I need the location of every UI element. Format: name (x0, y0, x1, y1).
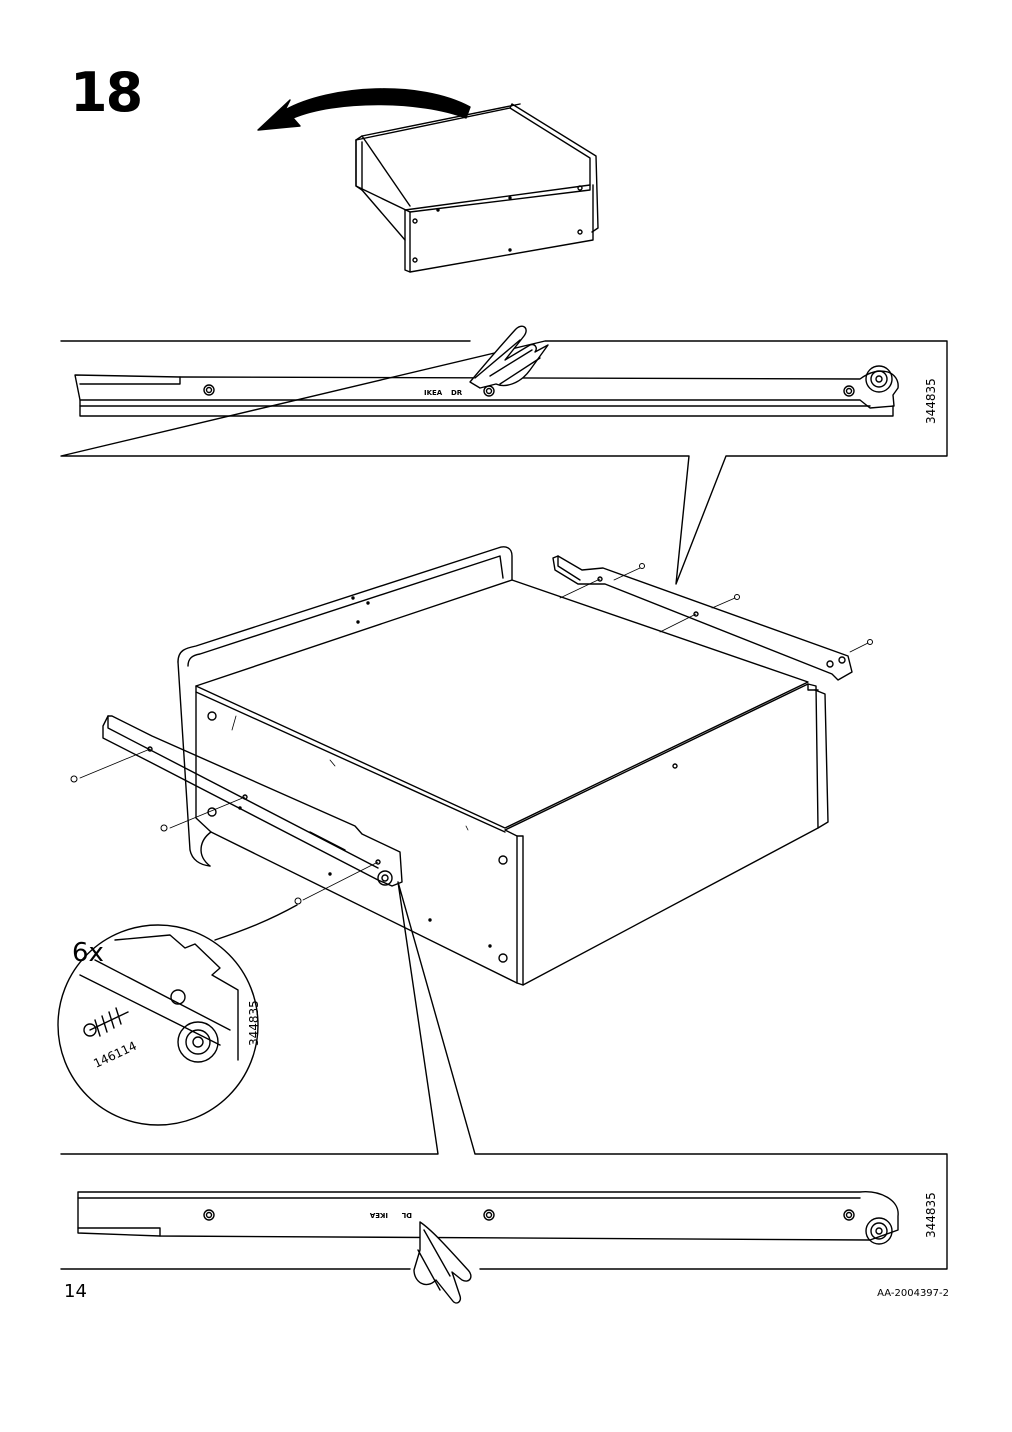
document-code: AA-2004397-2 (877, 1288, 949, 1299)
step-number: 18 (70, 61, 143, 124)
screw-part-number: 146114 (91, 1039, 138, 1071)
rail-marking-side: DL (401, 1211, 412, 1219)
rail-marking-ikea: IKEA (369, 1211, 388, 1219)
rail-marking-ikea: IKEA (424, 389, 443, 397)
quantity-label: 6x (72, 938, 104, 968)
page-number: 14 (64, 1281, 87, 1302)
right-rail-drawing (552, 555, 873, 681)
drawer-drawing (177, 546, 829, 986)
hand-pointer-icon (413, 1221, 472, 1304)
small-drawer-drawing (355, 103, 599, 273)
screw-detail-circle: 6x 146114 344835 (57, 904, 298, 1126)
rail-marking-side: DR (451, 389, 463, 397)
part-number-label: 344835 (924, 1192, 938, 1238)
hand-pointer-icon (469, 325, 549, 389)
rotate-arrow-icon (257, 88, 471, 131)
bottom-rail-callout: IKEA DL 344835 (60, 881, 948, 1270)
part-number-label: 344835 (924, 378, 938, 424)
left-rail-drawing (70, 715, 403, 905)
rail-part-number: 344835 (247, 1000, 261, 1046)
